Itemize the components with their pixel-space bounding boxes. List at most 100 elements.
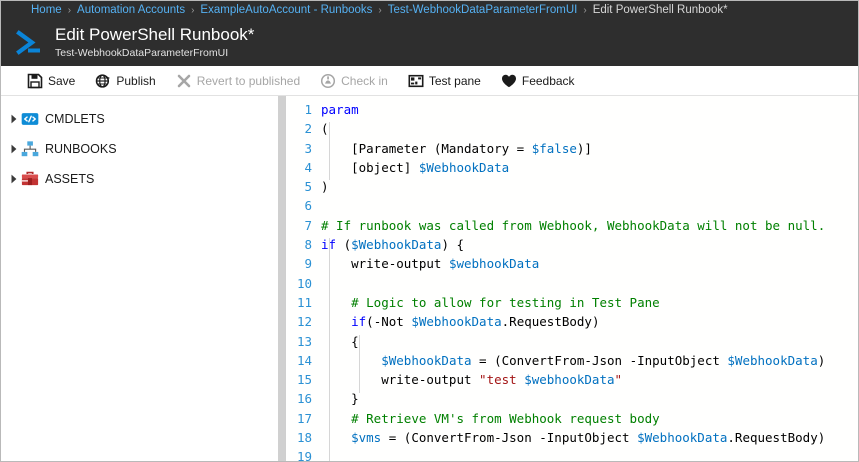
line-content[interactable]: # Logic to allow for testing in Test Pan…	[321, 293, 858, 312]
code-token-var: $webhookData	[524, 372, 615, 388]
sidebar-item-cmdlets[interactable]: CMDLETS	[1, 104, 278, 134]
line-number: 19	[296, 449, 312, 461]
toolbox-icon	[21, 171, 39, 186]
line-number: 10	[296, 275, 312, 291]
line-number: 18	[296, 430, 312, 446]
line-content[interactable]: write-output $webhookData	[321, 254, 858, 273]
code-token-var: $WebhookData	[637, 430, 728, 446]
code-line[interactable]: 5)	[286, 177, 858, 196]
code-line[interactable]: 11 # Logic to allow for testing in Test …	[286, 293, 858, 312]
code-token-plain: {	[321, 333, 359, 349]
chevron-right-icon[interactable]	[7, 174, 21, 184]
sidebar-splitter[interactable]	[278, 96, 285, 461]
line-content[interactable]: {	[321, 332, 858, 351]
code-line[interactable]: 14 $WebhookData = (ConvertFrom-Json -Inp…	[286, 351, 858, 370]
page-header: Edit PowerShell Runbook* Test-WebhookDat…	[1, 19, 858, 66]
code-token-plain: = (ConvertFrom-Json -InputObject	[381, 430, 638, 446]
breadcrumb-separator: ›	[583, 4, 587, 16]
line-number: 4	[304, 159, 312, 175]
code-token-str: "test	[479, 372, 525, 388]
code-token-plain: .RequestBody)	[727, 430, 826, 446]
line-content[interactable]: param	[321, 100, 858, 119]
code-line[interactable]: 13 {	[286, 332, 858, 351]
code-line[interactable]: 9 write-output $webhookData	[286, 254, 858, 273]
code-line[interactable]: 17 # Retrieve VM's from Webhook request …	[286, 409, 858, 428]
line-content[interactable]: write-output "test $webhookData"	[321, 370, 858, 389]
code-line[interactable]: 6	[286, 196, 858, 215]
code-line[interactable]: 3 [Parameter (Mandatory = $false)]	[286, 139, 858, 158]
code-token-var: $webhookData	[448, 256, 540, 272]
code-token-plain	[321, 314, 351, 329]
line-content[interactable]: [object] $WebhookData	[321, 158, 858, 177]
code-line[interactable]: 16 }	[286, 389, 858, 408]
toolbar-button-label: Revert to published	[196, 73, 301, 88]
line-number: 14	[296, 352, 312, 368]
line-content[interactable]: # Retrieve VM's from Webhook request bod…	[321, 409, 858, 428]
breadcrumb: Home › Automation Accounts › ExampleAutoAcco…	[1, 1, 858, 19]
line-content[interactable]: $WebhookData = (ConvertFrom-Json -InputO…	[321, 351, 858, 370]
toolbar-button-feedback[interactable]: Feedback	[501, 68, 575, 94]
breadcrumb-item-1[interactable]: Automation Accounts	[77, 4, 186, 16]
code-token-cmt: # Retrieve VM's from Webhook request bod…	[351, 410, 660, 426]
toolbar-button-label: Feedback	[521, 73, 575, 88]
code-token-plain: = (ConvertFrom-Json -InputObject	[471, 352, 728, 368]
breadcrumb-item-3[interactable]: Test-WebhookDataParameterFromUI	[387, 4, 578, 16]
line-content[interactable]: )	[321, 177, 858, 196]
code-token-plain: }	[321, 391, 359, 407]
sidebar-item-label: CMDLETS	[45, 112, 105, 126]
line-number: 9	[304, 256, 312, 272]
line-content[interactable]: [Parameter (Mandatory = $false)]	[321, 139, 858, 158]
code-brackets-icon	[21, 113, 39, 125]
toolbar-button-save[interactable]: Save	[27, 68, 75, 94]
code-line[interactable]: 7# If runbook was called from Webhook, W…	[286, 216, 858, 235]
toolbar-button-test-pane[interactable]: Test pane	[408, 68, 481, 94]
code-line[interactable]: 10	[286, 274, 858, 293]
line-number: 15	[296, 372, 312, 388]
code-token-plain: ) {	[441, 237, 465, 253]
line-content[interactable]: # If runbook was called from Webhook, We…	[321, 216, 858, 235]
sidebar-item-runbooks[interactable]: RUNBOOKS	[1, 134, 278, 164]
save-disk-icon	[27, 73, 43, 88]
code-token-plain	[321, 295, 351, 310]
line-content[interactable]	[321, 196, 858, 215]
code-token-cmt: # If runbook was called from Webhook, We…	[321, 217, 826, 233]
code-token-plain: [Parameter (Mandatory =	[321, 140, 532, 156]
line-content[interactable]	[321, 447, 858, 461]
code-token-plain: )]	[576, 140, 592, 156]
line-content[interactable]: if ($WebhookData) {	[321, 235, 858, 254]
code-line[interactable]: 15 write-output "test $webhookData"	[286, 370, 858, 389]
code-line[interactable]: 12 if(-Not $WebhookData.RequestBody)	[286, 312, 858, 331]
chevron-right-icon[interactable]	[7, 144, 21, 154]
breadcrumb-separator: ›	[191, 4, 195, 16]
line-number: 16	[296, 391, 312, 407]
code-token-plain: (	[336, 237, 352, 253]
code-line[interactable]: 18 $vms = (ConvertFrom-Json -InputObject…	[286, 428, 858, 447]
code-token-plain: (-Not	[366, 314, 412, 330]
line-number: 3	[304, 140, 312, 156]
code-line[interactable]: 4 [object] $WebhookData	[286, 158, 858, 177]
page-title: Edit PowerShell Runbook*	[55, 25, 255, 44]
sidebar-item-assets[interactable]: ASSETS	[1, 164, 278, 194]
revert-x-icon	[177, 74, 191, 87]
chevron-right-icon[interactable]	[7, 114, 21, 124]
breadcrumb-item-0[interactable]: Home	[31, 4, 62, 16]
line-content[interactable]: }	[321, 389, 858, 408]
line-content[interactable]: $vms = (ConvertFrom-Json -InputObject $W…	[321, 428, 858, 447]
code-token-plain: write-output	[321, 372, 480, 388]
line-content[interactable]: if(-Not $WebhookData.RequestBody)	[321, 312, 858, 331]
line-content[interactable]	[321, 274, 858, 293]
breadcrumb-item-2[interactable]: ExampleAutoAccount - Runbooks	[200, 4, 373, 16]
code-token-plain	[321, 353, 381, 368]
code-line[interactable]: 19	[286, 447, 858, 461]
line-content[interactable]: (	[321, 119, 858, 138]
line-number: 12	[296, 314, 312, 330]
toolbar-button-publish[interactable]: Publish	[95, 68, 156, 94]
code-line[interactable]: 2(	[286, 119, 858, 138]
